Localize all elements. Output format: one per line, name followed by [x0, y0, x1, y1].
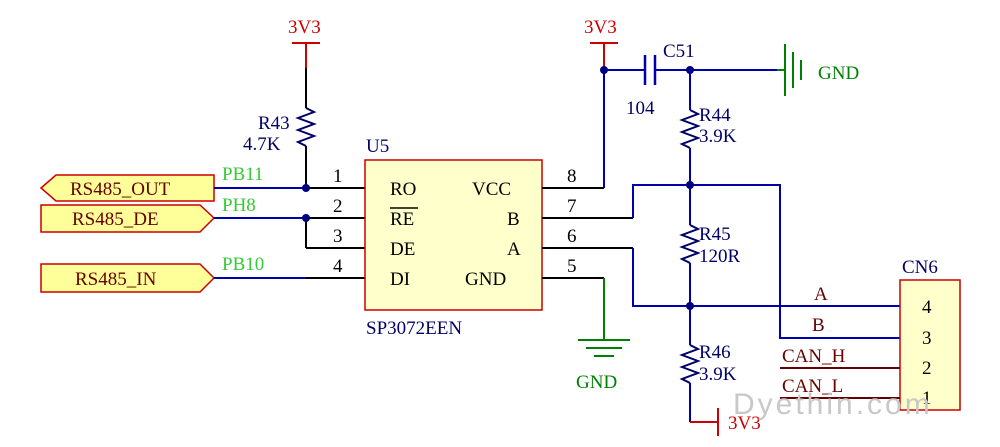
r46-value: 3.9K	[699, 364, 737, 385]
u5-ref: U5	[366, 136, 389, 157]
pin-number: 8	[567, 166, 577, 187]
ground-symbol-c51: GND	[777, 44, 859, 96]
resistor-r44: R44 3.9K	[679, 105, 737, 149]
capacitor-c51: C51 104	[626, 41, 695, 119]
cn6-ref: CN6	[902, 257, 938, 278]
power-label: 3V3	[288, 17, 321, 38]
r44-value: 3.9K	[699, 126, 737, 147]
pin-name: DI	[390, 269, 410, 290]
pin-net-label: PB11	[222, 164, 264, 185]
power-3v3-r46: 3V3	[690, 408, 761, 436]
pin-number: 2	[922, 358, 932, 379]
pin-name: VCC	[472, 179, 511, 200]
pin-number: 4	[922, 297, 932, 318]
port-label: RS485_IN	[75, 269, 157, 290]
ground-symbol-u5: GND	[576, 339, 630, 393]
junction-dot	[600, 66, 608, 74]
resistor-r46: R46 3.9K	[679, 342, 737, 385]
power-3v3-r43: 3V3	[288, 17, 321, 68]
r45-value: 120R	[699, 246, 741, 267]
pin-net-label: PB10	[222, 254, 264, 275]
u5-part: SP3072EEN	[366, 318, 462, 339]
r43-ref: R43	[258, 113, 290, 134]
pin-number: 1	[922, 388, 932, 409]
pin-number: 7	[567, 196, 577, 217]
port-rs485-de[interactable]: RS485_DE PH8	[40, 195, 256, 233]
pin-name: DE	[390, 239, 415, 260]
net-label-b: B	[812, 315, 825, 336]
power-label: 3V3	[584, 17, 617, 38]
pin-number: 6	[567, 226, 577, 247]
gnd-label: GND	[576, 372, 617, 393]
pin-number: 2	[333, 196, 343, 217]
junction-dot	[302, 214, 310, 222]
port-label: RS485_OUT	[70, 179, 171, 200]
ic-u5[interactable]: U5 SP3072EEN 1 2 3 4 RO RE DE DI 8 7 6 5…	[333, 136, 577, 339]
r44-ref: R44	[699, 105, 731, 126]
pin-number: 4	[333, 256, 343, 277]
junction-dot	[686, 181, 694, 189]
port-label: RS485_DE	[72, 209, 159, 230]
net-label-can-h: CAN_H	[782, 346, 846, 367]
c51-value: 104	[626, 98, 655, 119]
gnd-label: GND	[818, 63, 859, 84]
port-rs485-in[interactable]: RS485_IN PB10	[40, 254, 264, 293]
r43-value: 4.7K	[243, 134, 281, 155]
pin-number: 5	[567, 256, 577, 277]
resistor-r45: R45 120R	[679, 224, 741, 267]
watermark: Dyethin.com	[733, 388, 933, 421]
r46-ref: R46	[699, 342, 731, 363]
pin-name: GND	[465, 269, 506, 290]
port-rs485-out[interactable]: RS485_OUT PB11	[39, 164, 264, 202]
power-3v3-c51: 3V3	[584, 17, 618, 70]
net-label-a: A	[814, 284, 828, 305]
pin-name: RO	[390, 179, 416, 200]
net-label-can-l: CAN_L	[782, 376, 843, 397]
r45-ref: R45	[699, 224, 731, 245]
power-label: 3V3	[728, 413, 761, 434]
c51-ref: C51	[663, 41, 695, 62]
pin-name: B	[507, 209, 520, 230]
pin-name: A	[507, 239, 521, 260]
junction-dot	[302, 184, 310, 192]
resistor-r43: R43 4.7K	[243, 107, 317, 155]
pin-number: 1	[333, 166, 343, 187]
pin-name: RE	[390, 209, 414, 230]
junction-dot	[686, 302, 694, 310]
pin-number: 3	[333, 226, 343, 247]
connector-cn6[interactable]: CN6 4 3 2 1	[899, 257, 961, 411]
pin-number: 3	[922, 328, 932, 349]
pin-net-label: PH8	[222, 195, 256, 216]
